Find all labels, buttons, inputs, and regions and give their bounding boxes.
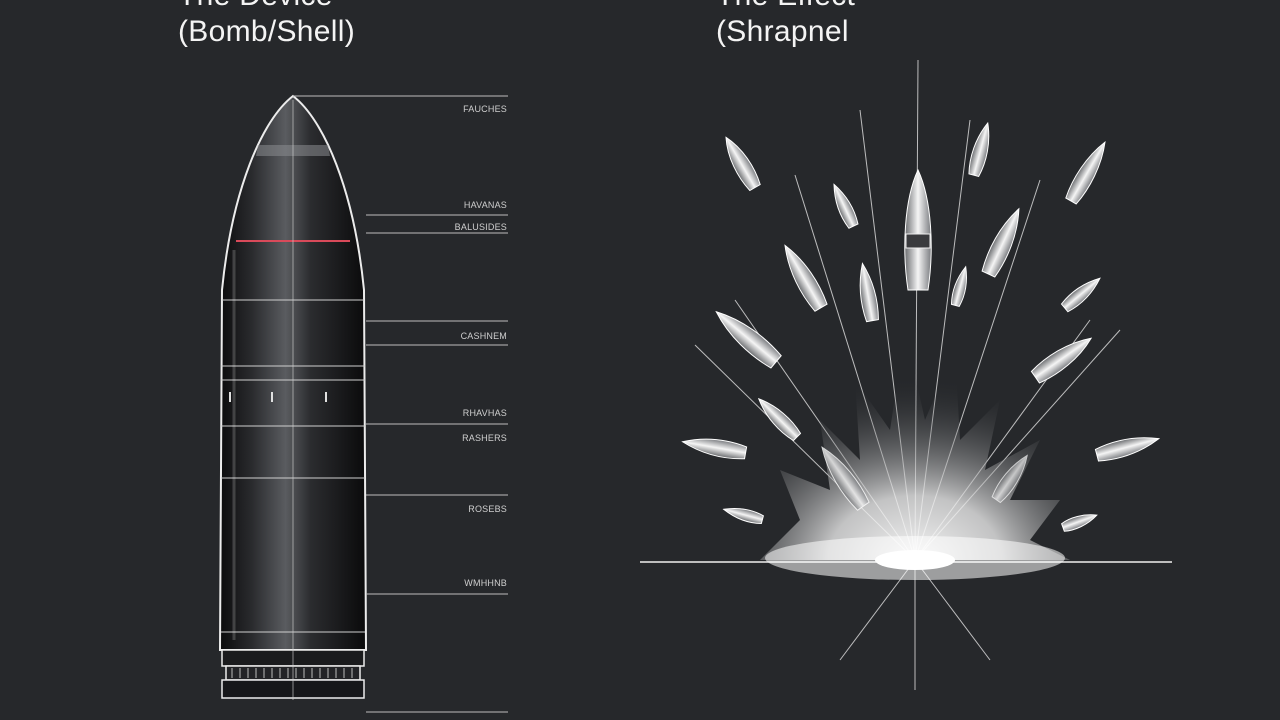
shrapnel-fragment-icon [950, 265, 967, 308]
shrapnel-fragment-icon [821, 446, 870, 511]
callout-label: ROSEBS [468, 504, 507, 514]
callout-label: WMHHNB [464, 578, 507, 588]
shrapnel-fragment-icon [1060, 277, 1101, 313]
shrapnel-fragment-icon [1030, 337, 1093, 384]
callout-label: HAVANAS [464, 200, 507, 210]
right-panel-title: The Effect [716, 0, 855, 14]
shrapnel-fragment-icon [681, 438, 748, 460]
callout-label: CASHNEM [461, 331, 507, 341]
right-panel-subtitle: (Shrapnel [716, 15, 849, 48]
callout-label: FAUCHES [463, 104, 507, 114]
artillery-shell-icon [218, 94, 368, 700]
callout-label: RHAVHAS [463, 408, 507, 418]
shrapnel-fragment-icon [1094, 437, 1161, 462]
shrapnel-fragment-icon [784, 244, 828, 312]
callout-labels: FAUCHES HAVANAS BALUSIDES CASHNEM RHAVHA… [455, 104, 507, 588]
shrapnel-fragment-icon [981, 207, 1020, 278]
callout-label: RASHERS [462, 433, 507, 443]
callout-label: BALUSIDES [455, 222, 507, 232]
shrapnel-fragment-icon [833, 183, 859, 229]
shrapnel-fragment-icon [722, 508, 765, 525]
shrapnel-fragment-icon [991, 454, 1028, 504]
shrapnel-fragments [681, 121, 1161, 532]
left-panel-title: The Device [178, 0, 333, 14]
shrapnel-fragment-icon [725, 136, 761, 192]
shrapnel-fragment-icon [1065, 140, 1106, 205]
callout-leaders [293, 95, 508, 713]
shrapnel-fragment-icon [757, 397, 802, 442]
shrapnel-fragment-icon [715, 310, 782, 369]
shrapnel-fragment-icon [968, 121, 990, 178]
shrapnel-fragment-icon [859, 262, 879, 323]
shrapnel-fragment-icon [1060, 514, 1098, 532]
left-panel-subtitle: (Bomb/Shell) [178, 15, 355, 48]
shrapnel-fragment-icon [904, 168, 932, 291]
